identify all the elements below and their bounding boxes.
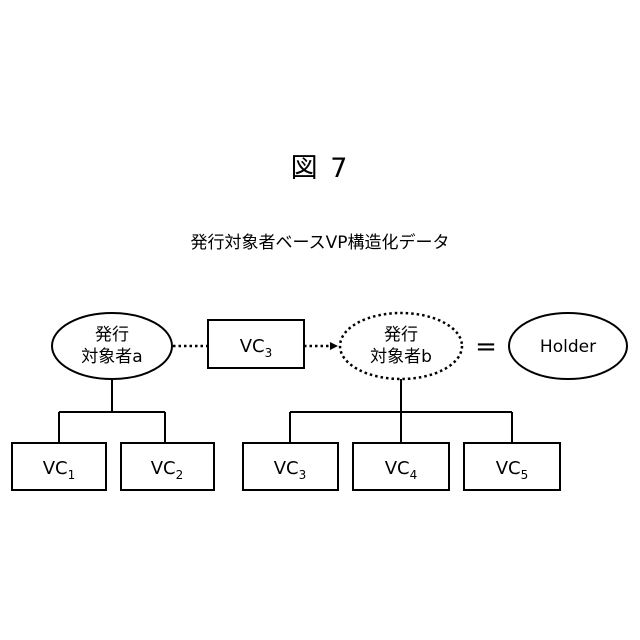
issuer-b-node [340,313,462,379]
issuer-a-node [52,313,172,379]
equals-sign: = [475,332,497,362]
issuer-a-line2: 対象者a [81,347,142,367]
holder-label: Holder [540,337,596,357]
issuer-b-tree [290,379,512,443]
issuer-a-line1: 発行 [95,325,129,345]
issuer-b-line1: 発行 [384,325,418,345]
issuer-a-tree [59,379,165,443]
issuer-b-line2: 対象者b [370,347,432,367]
